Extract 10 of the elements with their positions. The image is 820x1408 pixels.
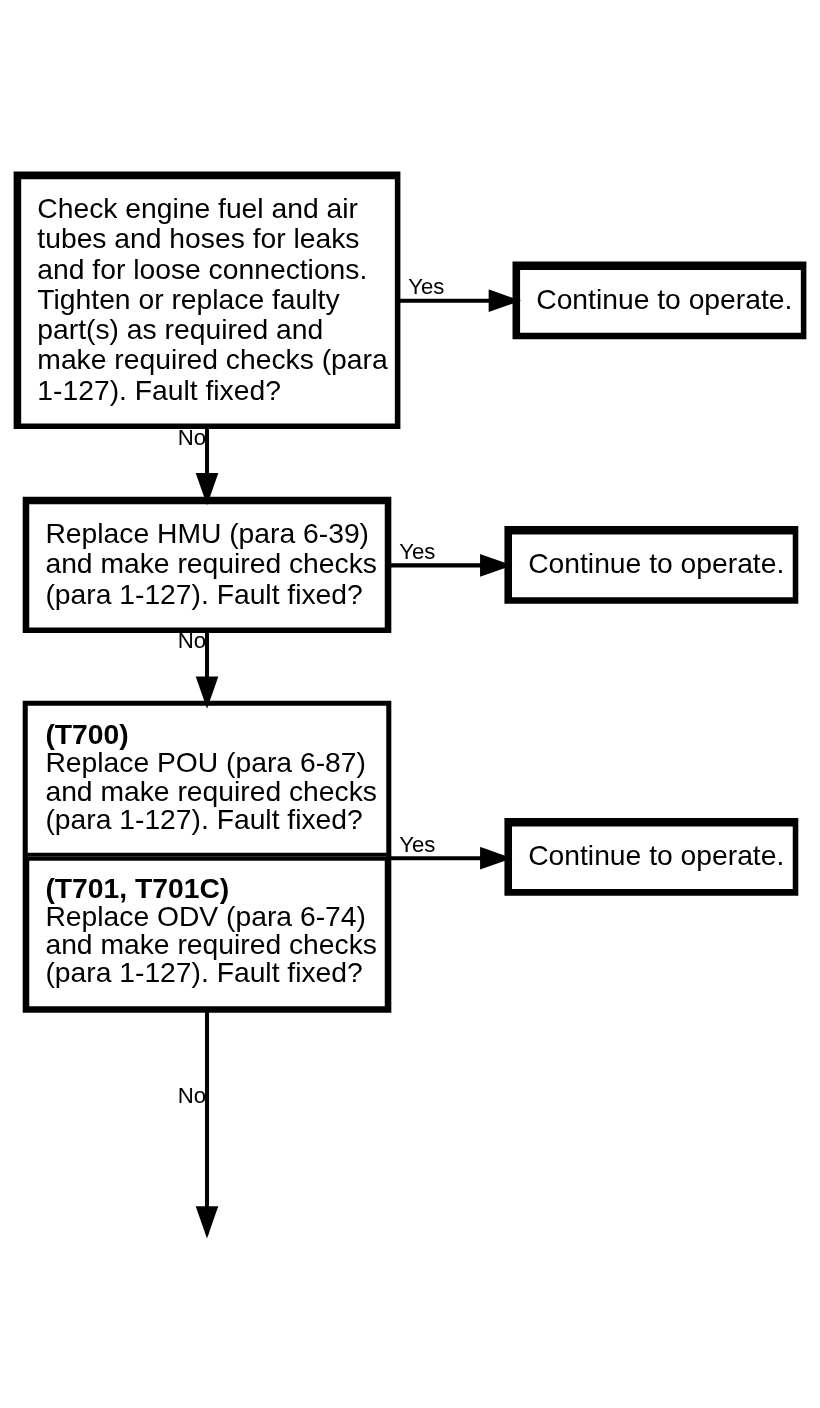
arrow	[389, 554, 513, 577]
arrow	[389, 846, 513, 870]
edge-label: Yes	[399, 538, 436, 564]
arrow	[195, 1010, 219, 1239]
edge-label: Yes	[399, 831, 436, 857]
arrow	[195, 631, 219, 709]
edge-label: No	[177, 1082, 207, 1108]
arrow	[398, 289, 522, 313]
edge-label: Yes	[408, 274, 445, 300]
arrow	[195, 427, 219, 506]
